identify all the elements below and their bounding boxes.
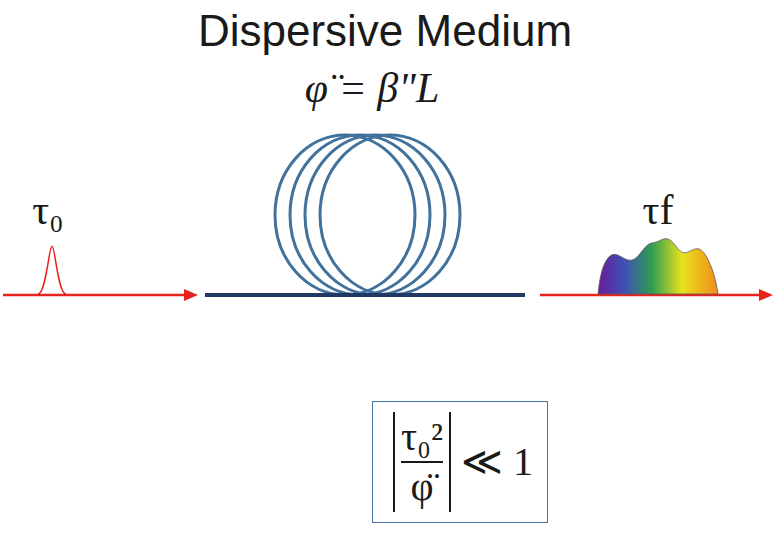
output-duration: τf: [643, 186, 674, 234]
arrow-head: [184, 289, 198, 301]
input-duration: τ₀: [32, 186, 64, 234]
short-pulse: [38, 246, 66, 294]
fraction: τ₀² φ̈: [401, 415, 443, 509]
arrow-head: [759, 289, 773, 301]
fraction-line: [401, 461, 443, 463]
abs-bar: [449, 412, 451, 512]
dispersion-formula: φ̈ = β"L: [305, 64, 440, 112]
medium-title: Dispersive Medium: [198, 6, 572, 56]
dispersed-pulse: [598, 239, 718, 294]
input-beam: [3, 294, 188, 297]
fiber-line: [205, 293, 525, 297]
condition-box: τ₀² φ̈ ≪ 1: [372, 401, 548, 523]
fiber-coil: [275, 135, 460, 295]
denominator: φ̈: [410, 465, 433, 509]
inequality: ≪ 1: [461, 440, 533, 484]
numerator: τ₀²: [401, 415, 443, 459]
abs-bar: [393, 412, 395, 512]
